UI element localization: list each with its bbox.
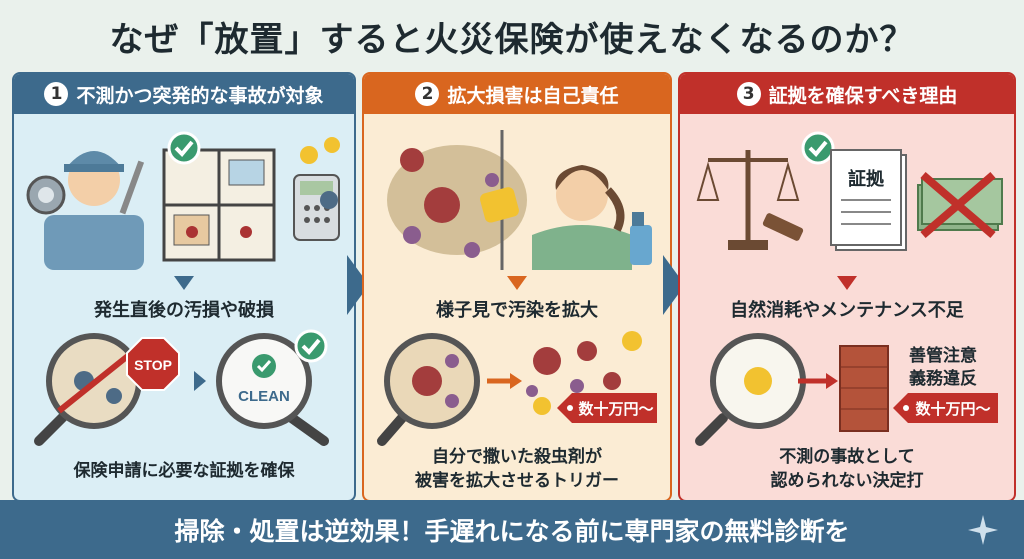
panel-1-heading: 不測かつ突発的な事故が対象 [76,84,324,107]
footer-banner: 掃除・処置は逆効果！手遅れになる前に専門家の無料診断を [0,500,1024,559]
money-crossed-icon [917,171,1003,239]
panel-expanded-damage: 2 拡大損害は自己責任 様子見で汚染を拡大 [362,72,672,502]
magnifier-yen-icon [695,333,806,446]
arrow-down-icon [507,276,527,290]
check-icon [801,131,835,165]
panel-1-number: 1 [44,82,69,106]
sponge-icon [480,187,519,223]
virus-icon [320,191,338,209]
arrow-down-icon [174,276,194,290]
footer-text: 掃除・処置は逆効果！手遅れになる前に専門家の無料診断を [174,516,850,546]
panel-1-middle-text: 発生直後の汚損や破損 [94,300,274,321]
floorplan-icon [162,148,276,262]
brick-wall-icon [839,345,889,432]
stain-icon [387,145,527,258]
magnifier-dirty-icon [34,333,142,446]
flow-arrow-icon [347,255,369,315]
document-icon: 証拠 [830,149,907,251]
panel-3-heading: 証拠を確保すべき理由 [768,84,958,107]
check-icon [294,329,328,363]
flow-arrow-icon [663,255,685,315]
panel-2-middle-text: 様子見で汚染を拡大 [436,300,598,321]
check-icon [167,131,201,165]
woman-cleaning-illustration [387,130,652,270]
stop-clean-illustration: STOP CLEAN [34,329,329,446]
panel-2-bottom-line-2: 被害を拡大させるトリガー [415,471,619,491]
panel-2-header: 2 拡大損害は自己責任 [364,74,670,114]
arrow-right-icon [798,373,838,389]
stop-sign-text: STOP [134,357,172,373]
panel-2-heading: 拡大損害は自己責任 [447,84,619,107]
wall-magnifier-illustration: 善管注意 義務違反 数十万円〜 [695,333,998,446]
price-tag-icon: 数十万円〜 [893,393,998,423]
woman-icon [532,165,632,270]
magnifier-clean-icon: CLEAN [216,333,329,446]
panel-3-middle-text: 自然消耗やメンテナンス不足 [730,300,964,321]
panel-evidence-reason: 3 証拠を確保すべき理由 証拠 自然消耗やメンテナンス不足 [678,72,1016,502]
panel-1-header: 1 不測かつ突発的な事故が対象 [14,74,354,114]
yen-coin-icon [300,137,340,164]
document-label-text: 証拠 [848,168,885,190]
page-title: なぜ「放置」すると火災保険が使えなくなるのか？ [109,19,915,60]
arrow-down-icon [837,276,857,290]
panel-2-bottom-line-1: 自分で撒いた殺虫剤が [432,447,602,467]
yen-coin-icon [533,331,642,415]
sparkle-icon [968,515,998,545]
panel-2-number: 2 [415,82,440,106]
wall-label-line-2: 義務違反 [909,368,977,389]
price-tag-text: 数十万円〜 [915,400,990,418]
virus-spread-illustration: 数十万円〜 [377,331,657,446]
stop-sign-icon: STOP [126,337,180,391]
price-tag-icon: 数十万円〜 [557,393,657,423]
scale-document-money-illustration: 証拠 [696,131,1003,251]
magnifier-virus-icon [377,333,480,446]
clean-badge-text: CLEAN [238,388,290,405]
arrow-right-icon [194,371,206,391]
arrow-right-icon [487,373,522,389]
inspector-floorplan-illustration [26,131,340,270]
panel-unforeseen-accident: 1 不測かつ突発的な事故が対象 [12,72,356,502]
inspector-icon [26,151,145,270]
panel-3-bottom-line-2: 認められない決定打 [770,471,924,491]
scale-icon [696,150,804,250]
price-tag-text: 数十万円〜 [578,400,653,418]
wall-label-line-1: 善管注意 [909,345,977,366]
panel-3-number: 3 [736,82,761,106]
panel-1-bottom-text: 保険申請に必要な証拠を確保 [73,461,295,481]
panel-3-header: 3 証拠を確保すべき理由 [680,74,1014,114]
virus-group-icon [526,341,621,397]
spray-bottle-icon [630,212,652,265]
panel-3-bottom-line-1: 不測の事故として [779,447,915,467]
